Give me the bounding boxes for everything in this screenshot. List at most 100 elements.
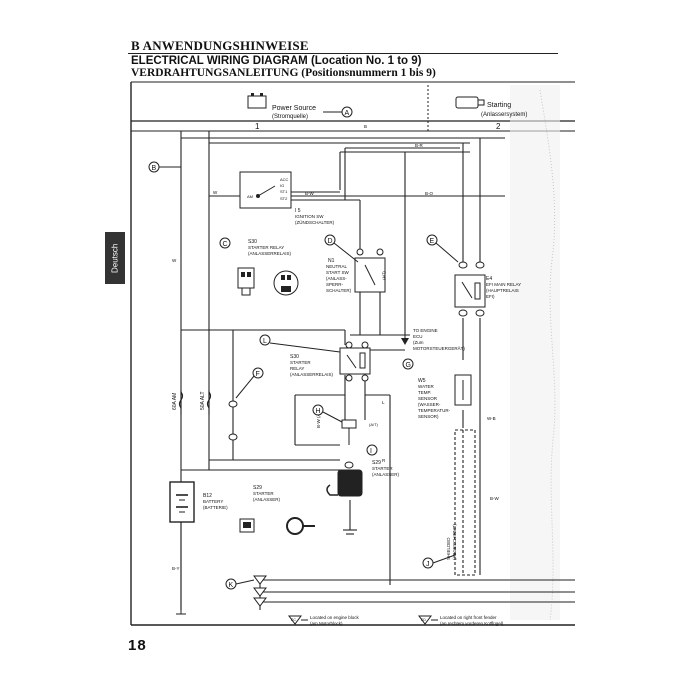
- ignition-terminal-st1: ST1: [280, 189, 288, 194]
- svg-text:B-O: B-O: [425, 191, 434, 196]
- battery: [169, 481, 195, 523]
- diagram-title-en: ELECTRICAL WIRING DIAGRAM (Location No. …: [131, 55, 422, 67]
- power-source-label: Power Source: [272, 105, 316, 112]
- water-sensor-line-5: TEMPERATUR-: [418, 408, 451, 413]
- column-number-1: 1: [255, 122, 260, 131]
- starter-relay-l-line-3: (ANLASSERRELAIS): [290, 372, 334, 377]
- marker-f: F: [235, 367, 264, 399]
- engine-ecu-line-2: ECU: [413, 334, 423, 339]
- ignition-terminal-st2: ST2: [280, 196, 288, 201]
- svg-text:W: W: [172, 258, 177, 263]
- battery-code: B12: [203, 493, 212, 499]
- svg-text:(A/T): (A/T): [369, 422, 379, 427]
- marker-k: K: [225, 578, 255, 590]
- svg-text:ED: ED: [421, 618, 426, 622]
- water-temp-sensor: [454, 374, 472, 406]
- neutral-sw-line-4: SPERR-: [326, 282, 344, 287]
- svg-text:W: W: [213, 190, 218, 195]
- svg-text:EC: EC: [291, 618, 296, 622]
- starter-left-code: S29: [253, 485, 262, 491]
- ignition-name-de: (ZÜNDSCHALTER): [295, 219, 335, 225]
- diagram-title-de: VERDRAHTUNGSANLEITUNG (Positionsnummern …: [131, 67, 436, 79]
- starter-relay-connector: [237, 267, 299, 296]
- svg-text:B: B: [152, 165, 157, 172]
- starting-label-de: (Anlassersystem): [481, 112, 527, 118]
- svg-text:K: K: [229, 582, 234, 589]
- marker-l: L: [259, 334, 341, 353]
- fuse-alt: [206, 391, 212, 409]
- svg-text:L: L: [382, 400, 385, 405]
- efi-relay-line-1: EFI MAIN RELAY: [486, 282, 521, 287]
- starter-relay-l-code: S30: [290, 354, 299, 360]
- page-number: 18: [128, 637, 147, 654]
- legend-ed-text: Located on right front fender: [440, 615, 497, 620]
- starter-relay-l-line-1: STARTER: [290, 360, 311, 365]
- legend-ec-text: Located on engine block: [310, 615, 360, 620]
- water-sensor-line-2: TEMP.: [418, 390, 431, 395]
- starter-connector: [341, 419, 357, 445]
- neutral-sw-code: N1: [328, 258, 335, 264]
- starter-name: STARTER: [372, 466, 393, 471]
- water-sensor-line-6: SENSOR): [418, 414, 439, 419]
- wire-code-labels: W B B-W B-O B-R W-B B-Y L R B-W (A/T) W …: [172, 124, 500, 571]
- neutral-sw-line-3: (ANLASS-: [326, 276, 347, 281]
- starting-label: Starting: [487, 102, 511, 109]
- svg-text:C: C: [223, 241, 228, 248]
- svg-text:D: D: [328, 238, 333, 245]
- svg-text:I: I: [370, 448, 372, 455]
- halftone-region: [510, 85, 560, 620]
- neutral-start-switch: [354, 257, 386, 293]
- efi-relay-code: E4: [486, 276, 492, 282]
- shielded-label-de: (ABGESCHIRMT): [452, 523, 457, 560]
- starter-motor: [326, 461, 363, 497]
- marker-j: J: [422, 554, 456, 569]
- power-source-label-de: (Stromquelle): [272, 114, 308, 120]
- starter-name-de: (ANLASSER): [372, 472, 400, 477]
- marker-b: B: [148, 161, 181, 173]
- ignition-terminal-acc: ACC: [280, 177, 289, 182]
- efi-relay-pins: [458, 261, 485, 317]
- engine-ecu-line-4: MOTORSTEUERGERÄT): [413, 345, 465, 351]
- fuse-am: [178, 391, 184, 409]
- starter-left-name: STARTER: [253, 491, 274, 496]
- marker-e: E: [426, 234, 459, 263]
- starter-code: S29: [372, 460, 381, 466]
- marker-a: A: [323, 106, 353, 118]
- efi-relay-line-3: EFI): [486, 294, 495, 299]
- battery-name: BATTERY: [203, 499, 223, 504]
- section-heading: B ANWENDUNGSHINWEISE: [131, 38, 309, 53]
- marker-h: H: [312, 404, 343, 423]
- marker-g: G: [402, 358, 414, 370]
- starter-plug: [239, 517, 315, 535]
- ignition-code: I 5: [295, 208, 301, 214]
- neutral-sw-line-5: SCHALTER): [326, 288, 352, 293]
- ground-symbols: [176, 575, 267, 615]
- svg-text:B-W (A/T): B-W (A/T): [316, 408, 321, 428]
- fuse-alt-label: 50A ALT: [200, 391, 206, 410]
- svg-text:B-Y: B-Y: [172, 566, 180, 571]
- svg-text:E: E: [430, 238, 435, 245]
- ignition-terminal-ig: IG: [280, 183, 284, 188]
- battery-name-de: (BATTERIE): [203, 505, 228, 510]
- power-source-icon: [247, 93, 267, 109]
- svg-text:L: L: [263, 338, 267, 345]
- water-sensor-line-3: SENSOR: [418, 396, 438, 401]
- efi-relay-line-2: (HAUPTRELAIS: [486, 288, 519, 293]
- connector-pins: [228, 248, 384, 441]
- neutral-sw-line-1: NEUTRAL: [326, 264, 348, 269]
- ground-legend-ed: ED: [418, 615, 438, 625]
- starter-motor-icon: [455, 96, 485, 109]
- marker-i: I: [366, 444, 378, 456]
- neutral-sw-note: (A/T): [381, 270, 386, 280]
- heading-rule: [128, 53, 558, 54]
- neutral-sw-line-2: START SW: [326, 270, 350, 275]
- starter-relay: [339, 347, 371, 375]
- shielded-label: SHIELDED: [446, 537, 451, 560]
- column-number-2: 2: [496, 122, 501, 131]
- starter-relay-c-name: STARTER RELAY: [248, 245, 284, 250]
- ignition-terminal-am: AM: [247, 194, 253, 199]
- callout-markers: B C D E F G H I J K L: [148, 161, 459, 590]
- svg-text:A: A: [345, 110, 350, 117]
